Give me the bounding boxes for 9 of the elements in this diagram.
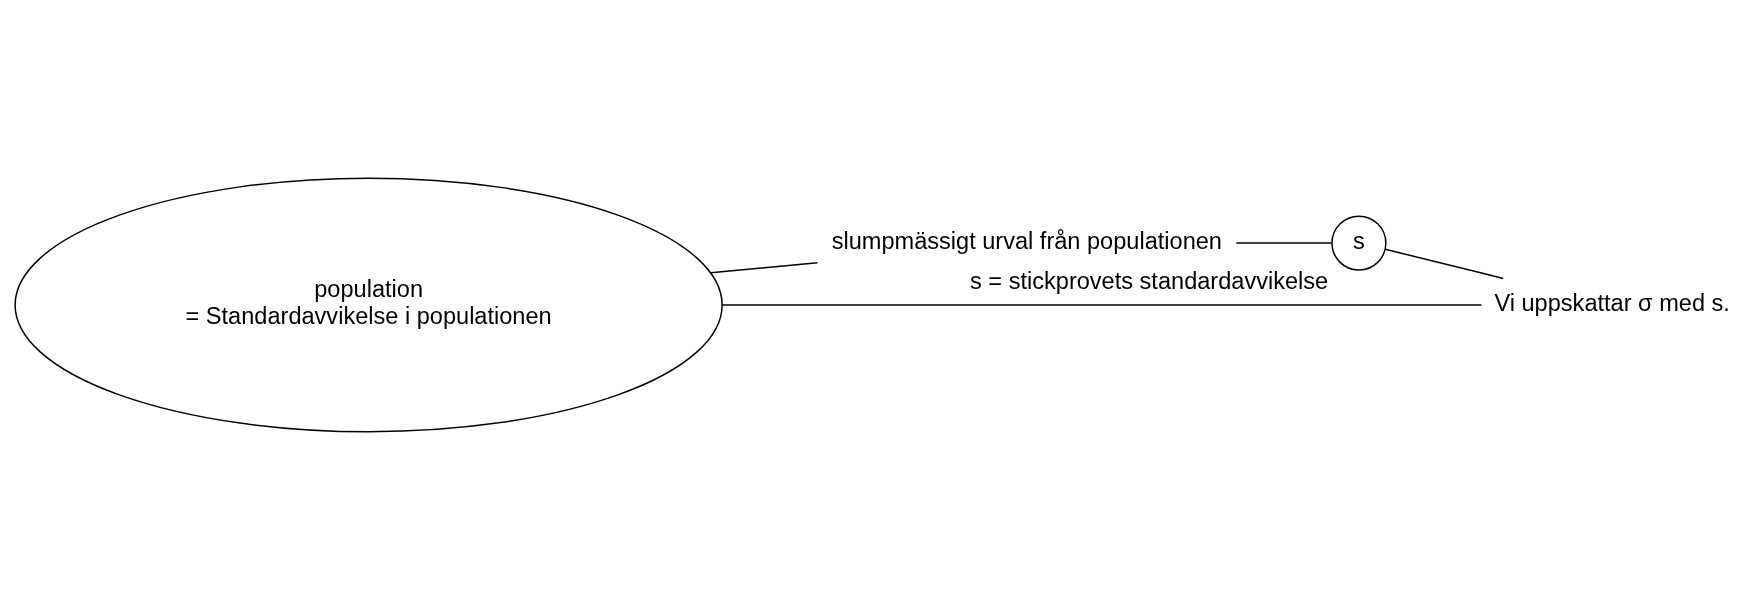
node-label: s = stickprovets standardavvikelse — [970, 268, 1329, 295]
connector — [1235, 242, 1333, 244]
connector — [721, 304, 1483, 306]
node-ellipse: population = Standardavvikelse i populationen — [14, 177, 723, 433]
node-text: Vi uppskattar σ med s. — [1494, 289, 1730, 316]
connector — [709, 262, 819, 274]
node-text: slumpmässigt urval från populationen — [831, 227, 1222, 254]
node-circle: s — [1331, 215, 1387, 271]
connector — [1384, 248, 1504, 280]
